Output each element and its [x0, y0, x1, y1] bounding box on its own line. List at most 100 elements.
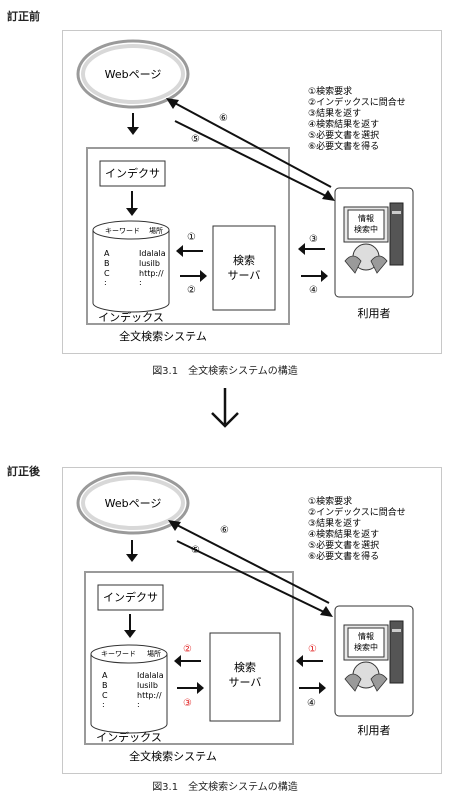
index-row-key: B — [102, 681, 108, 690]
diagram-after-svg: Webページ 全文検索システム インデクサ キーワード 場所 A Idalala… — [76, 471, 414, 763]
arrow-down-2-head — [126, 208, 138, 216]
step-item: ⑥必要文書を得る — [308, 140, 379, 152]
step-item: ⑥必要文書を得る — [308, 550, 379, 562]
index-row-key: : — [102, 700, 105, 709]
figure-caption-after: 図3.1 全文検索システムの構造 — [152, 782, 298, 793]
index-row-key: C — [104, 269, 110, 278]
arrow-select-document-head — [166, 98, 179, 109]
search-server-label-2: サーバ — [228, 269, 261, 282]
indexer-label: インデクサ — [103, 590, 158, 604]
mark-3-red: ③ — [183, 698, 192, 709]
search-server-box — [209, 632, 281, 722]
search-server-label-1: 検索 — [233, 253, 255, 267]
index-row-loc: Idalala — [137, 671, 164, 680]
diagram-before: Webページ 全文検索システム インデクサ キーワード 場所 A Idalala… — [62, 30, 442, 354]
arrow-to-index-head — [176, 245, 183, 257]
arrow-get-document-head — [322, 190, 335, 201]
arrow-get-document — [174, 120, 329, 198]
computer-icon — [343, 202, 404, 266]
indexer-box — [99, 160, 166, 187]
user-label: 利用者 — [358, 307, 391, 320]
mark-2-red: ② — [183, 644, 192, 655]
transition-arrow — [211, 388, 239, 428]
step-item: ②インデックスに問合せ — [308, 96, 406, 108]
arrow-request-head — [298, 243, 305, 255]
screen-text-1: 情報 — [358, 213, 374, 223]
arrow-to-index-head — [174, 655, 181, 667]
index-row-loc: : — [137, 700, 140, 709]
index-row-loc: : — [139, 278, 142, 287]
mark-4: ④ — [307, 698, 316, 709]
arrow-to-server-head — [197, 682, 204, 694]
indexer-box — [97, 584, 164, 611]
index-row-loc: http:// — [137, 691, 162, 700]
step-item: ④検索結果を返す — [308, 118, 379, 130]
index-database — [92, 220, 170, 313]
arrow-request-head — [296, 655, 303, 667]
search-server-box — [212, 225, 276, 311]
mark-6: ⑥ — [219, 113, 228, 124]
diagram-after: Webページ 全文検索システム インデクサ キーワード 場所 A Idalala… — [62, 467, 442, 774]
label-after: 訂正後 — [7, 465, 40, 478]
mark-5: ⑤ — [191, 134, 200, 145]
diagram-before-svg: Webページ 全文検索システム インデクサ キーワード 場所 A Idalala… — [76, 39, 414, 343]
computer-icon — [343, 620, 404, 684]
search-system-label: 全文検索システム — [129, 749, 217, 763]
step-item: ③結果を返す — [308, 107, 361, 119]
index-label: インデックス — [96, 730, 162, 744]
step-item: ④検索結果を返す — [308, 528, 379, 540]
arrow-result-head — [319, 682, 326, 694]
index-col-location: 場所 — [149, 226, 163, 235]
index-row-loc: Idalala — [139, 249, 166, 258]
step-item: ③結果を返す — [308, 517, 361, 529]
web-page-label: Webページ — [105, 68, 162, 81]
index-label: インデックス — [98, 310, 164, 324]
arrow-to-server-head — [200, 270, 207, 282]
arrow-get-document-head — [320, 606, 333, 617]
arrow-select-document-head — [168, 520, 181, 531]
index-row-key: B — [104, 259, 110, 268]
search-server-label-2: サーバ — [229, 676, 262, 689]
user-label: 利用者 — [358, 724, 391, 737]
web-page-label: Webページ — [105, 497, 162, 510]
index-row-key: A — [102, 671, 108, 680]
index-row-loc: lusilb — [139, 259, 160, 268]
label-before: 訂正前 — [7, 10, 40, 23]
step-item: ⑤必要文書を選択 — [308, 129, 379, 141]
step-item: ①検索要求 — [308, 85, 352, 97]
index-row-loc: lusilb — [137, 681, 158, 690]
screen-text-2: 検索中 — [354, 224, 378, 234]
web-page-globe — [76, 471, 190, 535]
arrow-down-2-head — [124, 630, 136, 638]
search-system-box — [86, 147, 290, 325]
arrow-result-head — [321, 270, 328, 282]
mark-1: ① — [187, 232, 196, 243]
user-person-icon — [344, 661, 388, 692]
user-person-icon — [344, 243, 388, 274]
arrow-select-document — [172, 522, 330, 604]
arrow-select-document — [170, 100, 332, 188]
step-item: ②インデックスに問合せ — [308, 506, 406, 518]
arrow-down-1-head — [127, 127, 139, 135]
index-database — [90, 644, 168, 734]
index-row-key: A — [104, 249, 110, 258]
index-col-location: 場所 — [147, 649, 161, 658]
screen-text-1: 情報 — [358, 631, 374, 641]
mark-4: ④ — [309, 285, 318, 296]
arrow-down-1-head — [126, 554, 138, 562]
web-page-globe — [76, 39, 190, 109]
arrow-get-document — [176, 540, 327, 614]
index-row-loc: http:// — [139, 269, 164, 278]
mark-2: ② — [187, 285, 196, 296]
mark-1-red: ① — [308, 644, 317, 655]
indexer-label: インデクサ — [105, 166, 160, 180]
search-system-box — [84, 571, 294, 745]
step-item: ①検索要求 — [308, 495, 352, 507]
figure-caption-before: 図3.1 全文検索システムの構造 — [152, 366, 298, 377]
mark-6: ⑥ — [220, 525, 229, 536]
mark-3: ③ — [309, 234, 318, 245]
index-row-key: C — [102, 691, 108, 700]
mark-5: ⑤ — [191, 545, 200, 556]
search-system-label: 全文検索システム — [119, 329, 207, 343]
index-col-keyword: キーワード — [101, 650, 136, 658]
